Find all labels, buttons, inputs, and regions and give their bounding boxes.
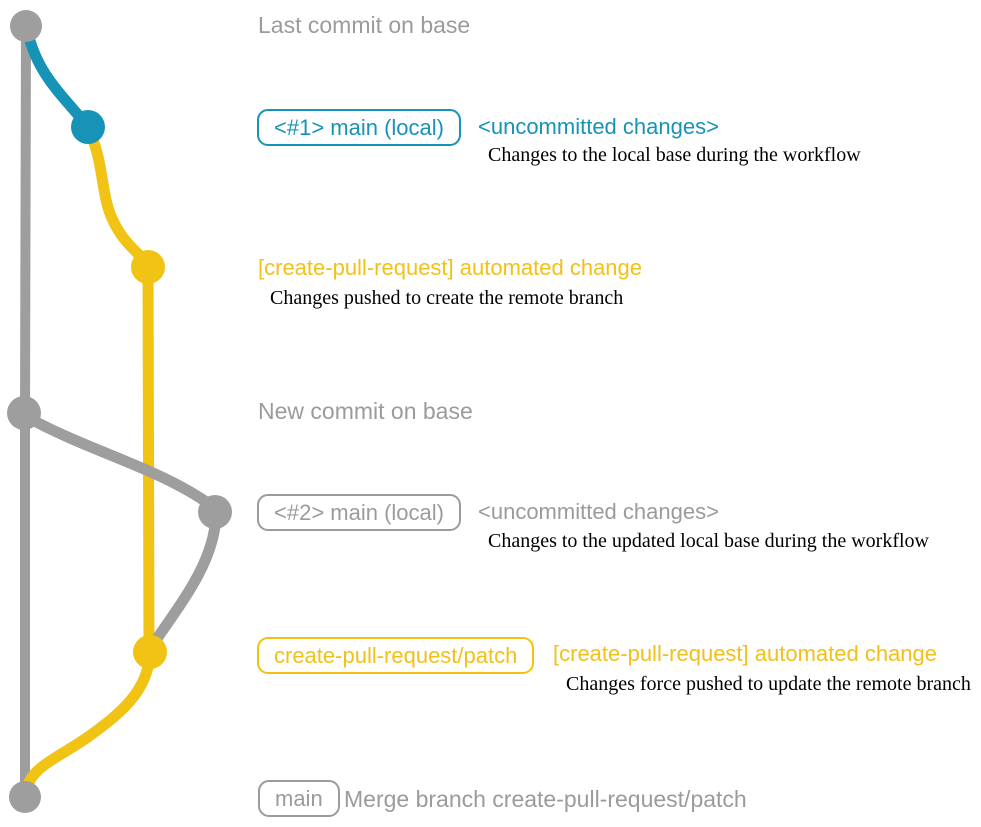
caption-force-pushed-update-branch: Changes force pushed to update the remot…: [566, 673, 971, 695]
commit-dot-local-main-1: [71, 110, 105, 144]
automated-change-title-1: [create-pull-request] automated change: [258, 255, 643, 280]
commit-dot-patch-1: [131, 250, 165, 284]
commit-dot-patch-2: [133, 635, 167, 669]
caption-pushed-create-branch: Changes pushed to create the remote bran…: [270, 287, 624, 309]
caption-updated-local-base-changes: Changes to the updated local base during…: [488, 530, 929, 552]
patch-branch-curve-top: [83, 125, 153, 269]
caption-local-base-changes: Changes to the local base during the wor…: [488, 144, 861, 166]
automated-change-title-2: [create-pull-request] automated change: [553, 641, 938, 666]
branch-badge-main-local-1: <#1> main (local): [257, 109, 461, 146]
uncommitted-changes-title-1: <uncommitted changes>: [478, 114, 719, 139]
branch-badge-main-local-2: <#2> main (local): [257, 494, 461, 531]
force-push-curve: [146, 511, 222, 652]
uncommitted-changes-title-2: <uncommitted changes>: [478, 499, 719, 524]
updated-local-main-curve: [21, 411, 218, 512]
branch-badge-patch: create-pull-request/patch: [257, 637, 535, 674]
branch-badge-main: main: [258, 780, 340, 817]
local-main-branch-curve: [21, 24, 92, 130]
new-commit-label: New commit on base: [258, 398, 473, 424]
commit-dot-last-base: [10, 10, 42, 42]
commit-dot-new-base: [7, 396, 41, 430]
merge-branch-title: Merge branch create-pull-request/patch: [344, 786, 747, 812]
patch-branch-line: [142, 265, 155, 653]
commit-dot-merge: [9, 781, 41, 813]
patch-merge-curve: [20, 649, 156, 796]
commit-dot-local-main-2: [198, 495, 232, 529]
git-graph: [7, 10, 232, 813]
last-commit-label: Last commit on base: [258, 12, 471, 38]
